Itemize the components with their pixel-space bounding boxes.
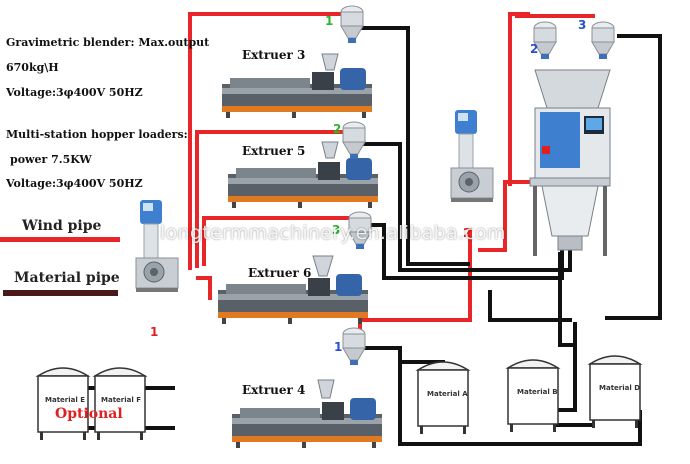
material-pipe-swatch [3, 290, 118, 296]
gravimetric-blender-icon [529, 69, 611, 256]
blender-voltage-label: Voltage:3φ400V 50HZ [6, 86, 143, 99]
central-unit-number: 2 [463, 226, 472, 240]
loader-number-e4: 1 [334, 340, 343, 354]
vacuum-station-icon [450, 109, 494, 203]
extruder-6-label: Extruer 6 [248, 266, 312, 280]
loader-number-e6: 3 [332, 223, 341, 237]
material-pipe-legend: Material pipe [14, 270, 120, 286]
watermark: longtermmachinery.en.alibaba.com [160, 222, 506, 244]
blender-loader-number-right: 3 [578, 18, 587, 32]
material-f-label: Material F [101, 396, 141, 404]
material-silo-icon [94, 367, 146, 441]
wind-pipe-legend: Wind pipe [22, 218, 102, 234]
blender-output-label: Gravimetric blender: Max.output [6, 36, 210, 49]
loaders-power-label: power 7.5KW [10, 153, 92, 166]
material-silo-icon [589, 355, 641, 429]
material-a-label: Material A [427, 390, 468, 398]
optional-label: Optional [55, 406, 123, 422]
extruder-4-machine [232, 398, 382, 448]
extruder-3-machine [222, 68, 372, 118]
left-unit-number: 1 [150, 325, 159, 339]
blender-capacity-label: 670kg\H [6, 61, 59, 74]
extruder-6-machine [218, 274, 368, 324]
loader-number-e5: 2 [333, 122, 342, 136]
material-silo-icon [37, 367, 89, 441]
material-silo-icon [507, 359, 559, 433]
extruder-5-label: Extruer 5 [242, 144, 306, 158]
vacuum-station-icon [135, 199, 179, 293]
extruder-5-machine [228, 158, 378, 208]
wind-pipe-swatch [0, 237, 120, 242]
hopper-loader-icon [591, 21, 615, 60]
material-e-label: Material E [45, 396, 85, 404]
blender-loader-number-left: 2 [530, 42, 539, 56]
material-b-label: Material B [517, 388, 558, 396]
hopper-loader-icon [342, 121, 366, 160]
material-d-label: Material D [599, 384, 641, 392]
extruder-3-label: Extruer 3 [242, 48, 306, 62]
loaders-title-label: Multi-station hopper loaders: [6, 128, 188, 141]
extruder-4-label: Extruer 4 [242, 383, 306, 397]
loader-number-e3: 1 [325, 14, 334, 28]
hopper-loader-icon [342, 327, 366, 366]
loaders-voltage-label: Voltage:3φ400V 50HZ [6, 177, 143, 190]
material-silo-icon [417, 361, 469, 435]
hopper-loader-icon [340, 5, 364, 44]
